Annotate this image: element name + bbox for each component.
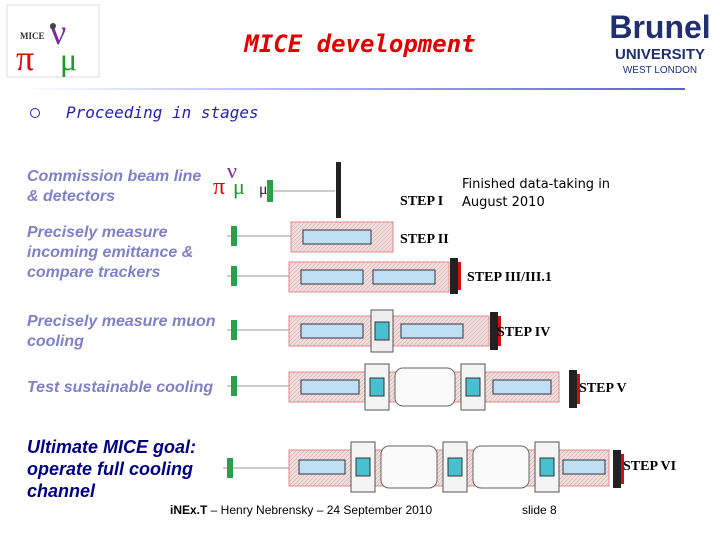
step-vi-row: STEP VI xyxy=(223,441,676,493)
brunel-logo-location: WEST LONDON xyxy=(623,65,697,76)
label-sustainable-cooling: Test sustainable cooling xyxy=(27,379,214,396)
title-divider xyxy=(20,88,685,90)
step-v-row: STEP V xyxy=(227,363,627,411)
step-label: STEP V xyxy=(579,381,627,396)
svg-text:π: π xyxy=(213,174,225,200)
step-label: STEP III/III.1 xyxy=(467,270,552,285)
svg-text:ν: ν xyxy=(50,12,66,52)
data-taking-note: Finished data-taking in August 2010 xyxy=(462,177,611,210)
step-iii-row: STEP III/III.1 xyxy=(227,258,552,294)
beamline-stages-diagram: π ν μ μ STEP I STEP II STEP III/III.1 xyxy=(213,158,676,493)
footer-rest: – Henry Nebrensky – 24 September 2010 xyxy=(207,503,433,517)
footer-prefix: iNEx.T xyxy=(170,503,208,517)
step-i-logo: π ν μ μ xyxy=(213,158,268,200)
slide-number: slide 8 xyxy=(522,503,557,517)
svg-text:μ: μ xyxy=(60,41,77,77)
slide-title: MICE development xyxy=(244,30,476,58)
svg-text:ν: ν xyxy=(227,158,237,183)
label-commission: Commission beam line & detectors xyxy=(27,168,202,205)
step-label: STEP VI xyxy=(623,459,676,474)
mu-symbol: μ xyxy=(259,181,268,198)
step-label: STEP I xyxy=(400,194,443,209)
step-label: STEP II xyxy=(400,232,449,247)
bullet-text: Proceeding in stages xyxy=(66,103,259,122)
mice-logo-text: MICE xyxy=(20,31,45,41)
svg-text:μ: μ xyxy=(233,174,245,199)
label-measure-cooling: Precisely measure muon cooling xyxy=(27,313,216,350)
mice-logo: MICE π ν μ xyxy=(6,4,100,78)
bullet-icon xyxy=(30,108,40,118)
label-measure-emittance: Precisely measure incoming emittance & c… xyxy=(27,224,194,281)
brunel-logo-name: Brunel xyxy=(609,9,710,45)
svg-text:π: π xyxy=(16,38,34,78)
footer-text: iNEx.T – Henry Nebrensky – 24 September … xyxy=(170,503,432,517)
step-ii-row: STEP II xyxy=(227,221,449,253)
brunel-logo-university: UNIVERSITY xyxy=(615,46,705,63)
step-iv-row: STEP IV xyxy=(227,309,550,353)
step-i-row: STEP I xyxy=(267,162,443,218)
brunel-university-logo: Brunel UNIVERSITY WEST LONDON xyxy=(609,9,710,76)
step-label: STEP IV xyxy=(497,325,550,340)
label-ultimate-goal: Ultimate MICE goal: operate full cooling… xyxy=(27,437,197,501)
